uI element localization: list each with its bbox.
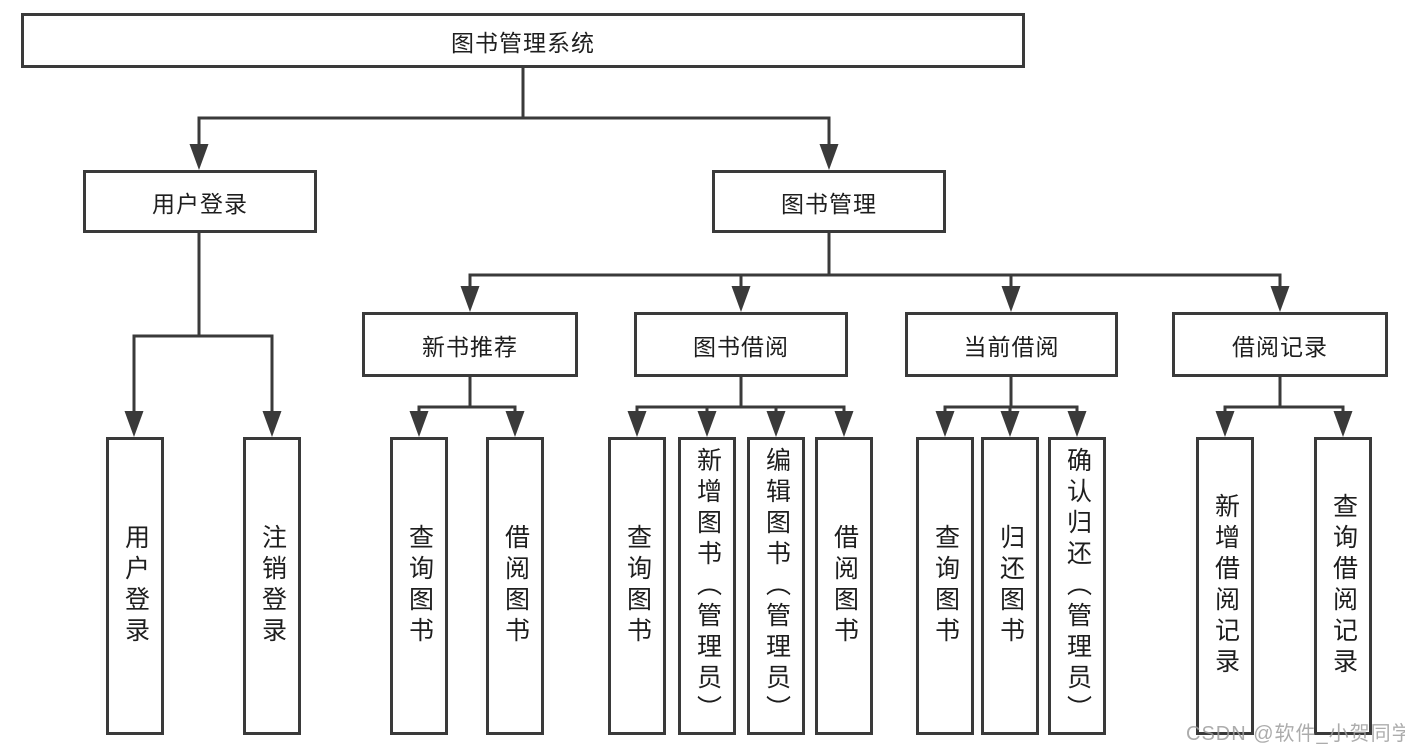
node-library-management-system: 图书管理系统 xyxy=(21,13,1025,68)
node-label: 借阅图书 xyxy=(501,524,530,648)
node-new-book-recommendation: 新书推荐 xyxy=(362,312,578,377)
node-label: 新书推荐 xyxy=(422,333,518,360)
node-label: 借阅图书 xyxy=(830,524,859,648)
node-borrowing-records: 借阅记录 xyxy=(1172,312,1388,377)
node-label: 图书借阅 xyxy=(693,333,789,360)
node-label: 新增图书（管理员） xyxy=(693,446,722,726)
csdn-watermark: CSDN @软件_小贺同学 xyxy=(1186,723,1405,745)
arrowheads xyxy=(124,144,1353,437)
connector-current-borrow xyxy=(943,377,1079,413)
leaf-confirm-return-admin: 确认归还（管理员） xyxy=(1048,437,1106,735)
connector-borrow-records xyxy=(1223,377,1345,413)
node-label: 注销登录 xyxy=(258,524,287,648)
node-label: 用户登录 xyxy=(152,190,248,217)
leaf-return-books: 归还图书 xyxy=(981,437,1039,735)
leaf-logout: 注销登录 xyxy=(243,437,301,735)
node-label: 查询图书 xyxy=(623,524,652,648)
node-current-borrowing: 当前借阅 xyxy=(905,312,1118,377)
connector-new-books xyxy=(417,377,517,413)
node-label: 归还图书 xyxy=(996,524,1025,648)
node-label: 确认归还（管理员） xyxy=(1063,446,1092,726)
node-label: 查询图书 xyxy=(405,524,434,648)
node-label: 当前借阅 xyxy=(963,333,1060,360)
leaf-user-login: 用户登录 xyxy=(106,437,164,735)
leaf-query-books-2: 查询图书 xyxy=(608,437,666,735)
node-label: 查询借阅记录 xyxy=(1329,493,1358,679)
leaf-borrow-books-1: 借阅图书 xyxy=(486,437,544,735)
leaf-borrow-books-2: 借阅图书 xyxy=(815,437,873,735)
node-label: 新增借阅记录 xyxy=(1211,493,1240,679)
leaf-query-books-3: 查询图书 xyxy=(916,437,974,735)
leaf-query-borrow-record: 查询借阅记录 xyxy=(1314,437,1372,735)
connector-book-borrow xyxy=(635,377,846,413)
node-user-login: 用户登录 xyxy=(83,170,317,233)
node-label: 图书管理 xyxy=(781,190,877,217)
leaf-edit-books-admin: 编辑图书（管理员） xyxy=(747,437,805,735)
leaf-add-borrow-record: 新增借阅记录 xyxy=(1196,437,1254,735)
node-label: 查询图书 xyxy=(931,524,960,648)
leaf-query-books-1: 查询图书 xyxy=(390,437,448,735)
connector-root xyxy=(197,68,831,148)
leaf-add-books-admin: 新增图书（管理员） xyxy=(678,437,736,735)
connector-book-management xyxy=(468,233,1282,288)
node-book-borrowing: 图书借阅 xyxy=(634,312,848,377)
connector-user-login xyxy=(132,233,274,413)
node-label: 用户登录 xyxy=(121,524,150,648)
node-label: 借阅记录 xyxy=(1232,333,1328,360)
node-label: 编辑图书（管理员） xyxy=(762,446,791,726)
node-book-management: 图书管理 xyxy=(712,170,946,233)
node-label: 图书管理系统 xyxy=(451,29,595,56)
